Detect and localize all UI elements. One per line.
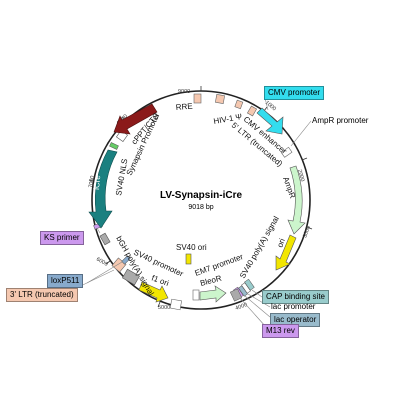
cap-binding-callout: CAP binding site xyxy=(262,290,329,304)
icre-arrow xyxy=(88,149,118,229)
rre-box-feature xyxy=(193,93,202,104)
tick-label-5000: 5000 xyxy=(158,305,170,311)
cppt-arrow xyxy=(113,103,158,135)
rre-feature xyxy=(215,94,225,104)
bleor-label: BleoR xyxy=(199,274,223,288)
tick-label-6000: 6000 xyxy=(95,257,109,268)
sv40-polya-right-label: SV40 poly(A) signal xyxy=(238,214,281,280)
ltr5-feature xyxy=(246,105,258,117)
ltr3-callout: 3' LTR (truncated) xyxy=(6,288,78,302)
plasmid-size: 9018 bp xyxy=(188,204,213,211)
cap-binding-feature xyxy=(244,278,255,291)
sv40-nls-label: SV40 NLS xyxy=(114,158,129,196)
ampr-arrow xyxy=(287,165,306,235)
m13-rev-callout: M13 rev xyxy=(262,324,299,338)
ampr-promoter-callout: AmpR promoter xyxy=(312,116,369,125)
loxp-callout: loxP511 xyxy=(47,274,84,288)
loxp-feature xyxy=(121,255,131,265)
ampr-promoter-box xyxy=(280,146,293,158)
ori-label: ori xyxy=(275,237,287,249)
cmv-promoter-arrow xyxy=(256,107,284,135)
gray-feature xyxy=(122,268,140,286)
lac-promoter-callout: lac promoter xyxy=(271,302,316,311)
cmv-promoter-callout: CMV promoter xyxy=(264,86,325,100)
hiv-psi-feature xyxy=(234,99,244,110)
tick-label-4000: 4000 xyxy=(235,302,249,312)
bgh-feature xyxy=(99,232,111,246)
f1-ori-arrow xyxy=(138,281,169,303)
sv40-ori-feature xyxy=(185,253,192,265)
tick-label-2000: 2000 xyxy=(296,169,305,182)
sv40-promoter-feature xyxy=(169,298,182,311)
tick-label-7000: 7000 xyxy=(88,175,96,188)
icre-label: iCre xyxy=(92,174,102,190)
plasmid-name: LV-Synapsin-iCre xyxy=(160,190,242,201)
sv40-nls-feature xyxy=(109,142,119,150)
ori-arrow xyxy=(275,234,297,271)
ks-primer-callout: KS primer xyxy=(40,231,84,245)
tick-label-9000: 9000 xyxy=(178,89,190,95)
sv40-ori-label: SV40 ori xyxy=(176,243,207,252)
bleor-arrow xyxy=(199,285,227,303)
em7-feature xyxy=(192,289,200,301)
f1-ori-label: f1 ori xyxy=(150,273,170,288)
sv40-polya-right-feature xyxy=(229,288,243,302)
tick-label-3000: 3000 xyxy=(302,225,312,239)
rre-label: RRE xyxy=(175,102,193,112)
